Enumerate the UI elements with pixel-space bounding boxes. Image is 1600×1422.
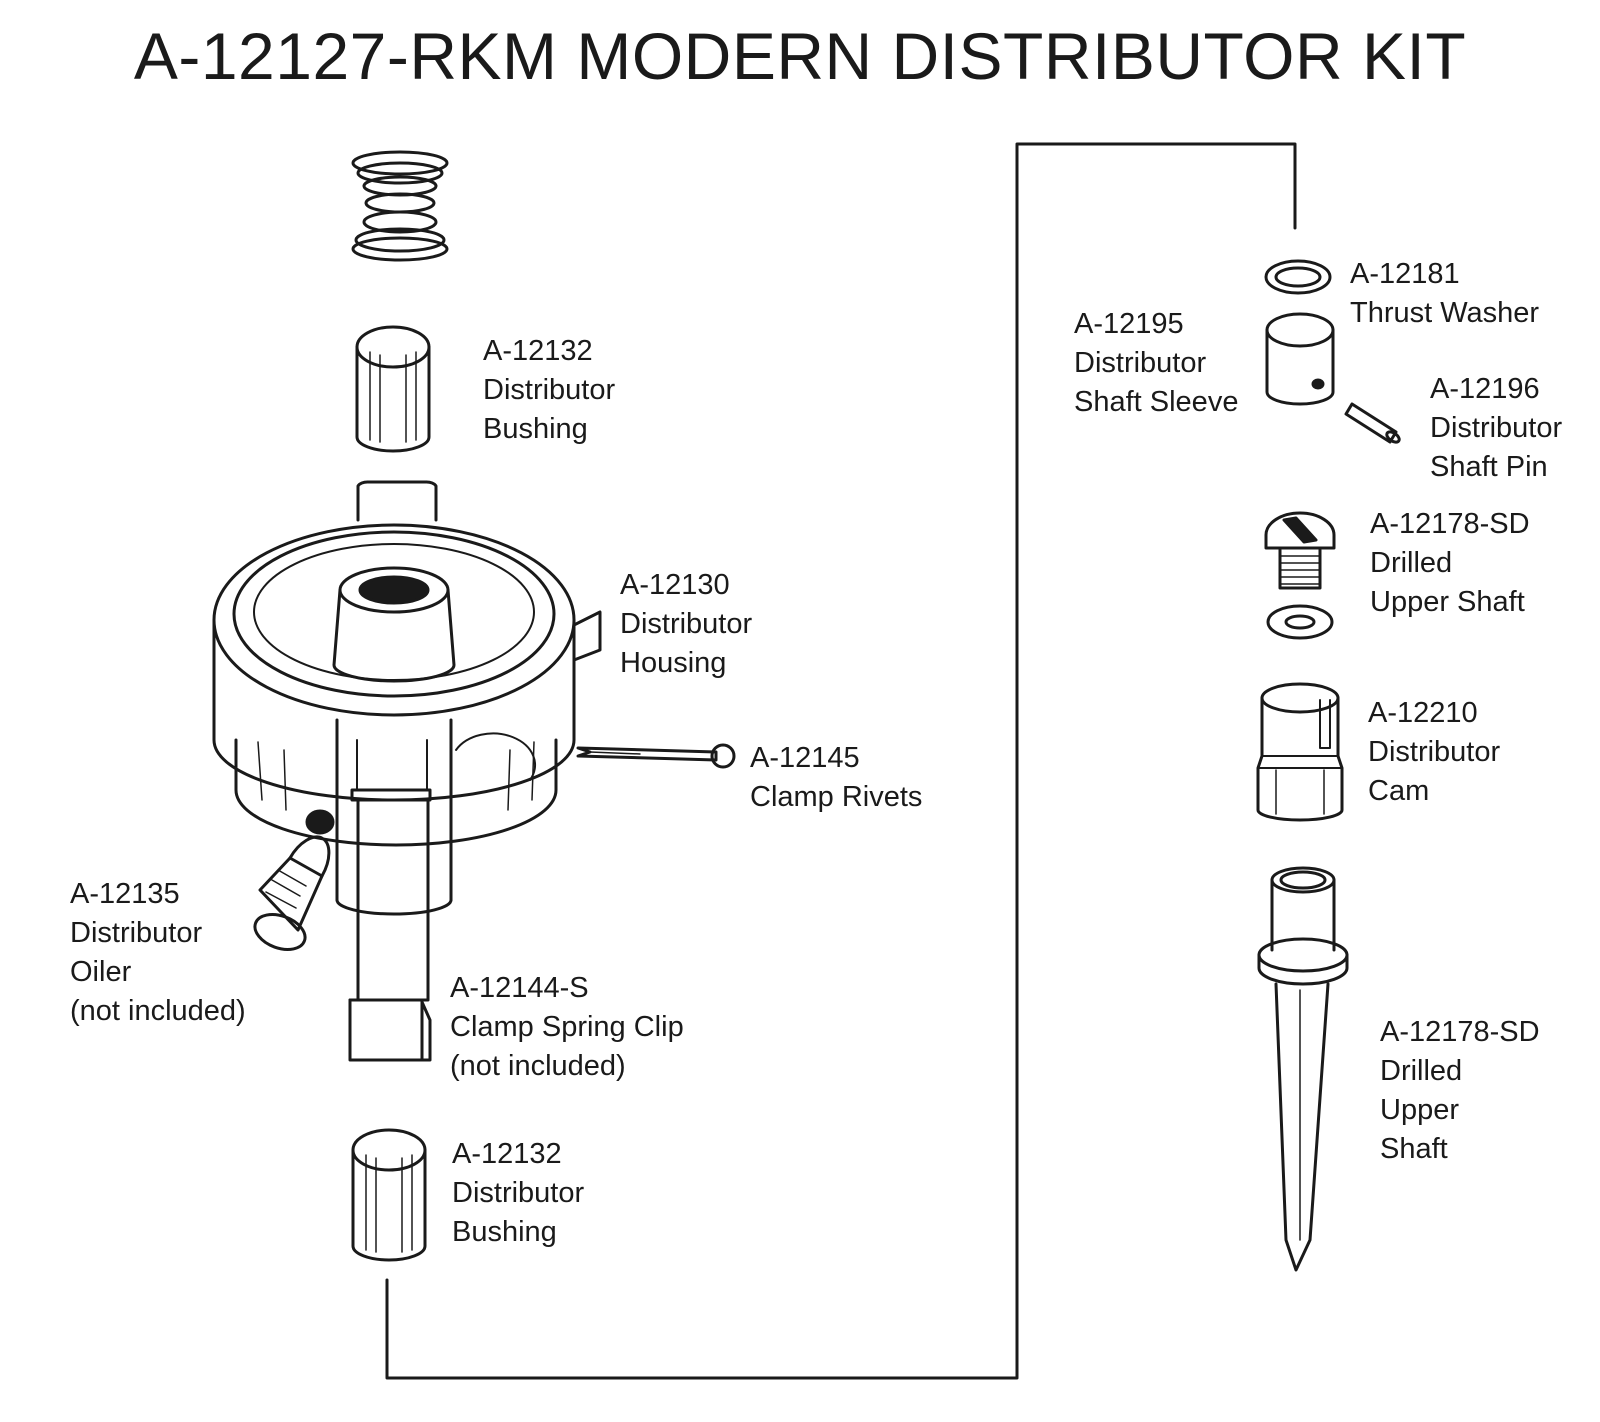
clamp-rivet-part bbox=[576, 743, 736, 769]
spring-part bbox=[351, 150, 449, 262]
shaft-pin-part bbox=[1344, 402, 1401, 444]
part-note: (not included) bbox=[70, 995, 246, 1027]
part-number: A-12132 bbox=[483, 335, 593, 367]
part-name: Shaft Pin bbox=[1430, 451, 1548, 483]
connector-line bbox=[385, 142, 1297, 1380]
thrust-washer-part bbox=[1264, 259, 1332, 295]
part-number: A-12195 bbox=[1074, 308, 1184, 340]
label-spring-clip: A-12144-S Clamp Spring Clip (not include… bbox=[450, 969, 684, 1086]
label-bushing-bottom: A-12132 Distributor Bushing bbox=[452, 1135, 584, 1252]
page-title: A-12127-RKM MODERN DISTRIBUTOR KIT bbox=[133, 19, 1467, 93]
part-number: A-12145 bbox=[750, 742, 860, 774]
part-name: Oiler bbox=[70, 956, 132, 988]
part-name: Distributor bbox=[620, 608, 753, 640]
part-number: A-12178-SD bbox=[1380, 1016, 1540, 1048]
part-name: Clamp Spring Clip bbox=[450, 1011, 684, 1043]
part-name: Distributor bbox=[1368, 736, 1501, 768]
label-clamp-rivets: A-12145 Clamp Rivets bbox=[750, 739, 922, 817]
part-number: A-12210 bbox=[1368, 697, 1478, 729]
part-name: Distributor bbox=[452, 1177, 585, 1209]
label-upper-shaft: A-12178-SD Drilled Upper Shaft bbox=[1380, 1013, 1540, 1169]
bushing-top-part bbox=[355, 325, 431, 453]
label-housing: A-12130 Distributor Housing bbox=[620, 566, 752, 683]
part-name: Shaft bbox=[1380, 1133, 1448, 1165]
upper-shaft-part bbox=[1257, 866, 1349, 1272]
part-name: Drilled bbox=[1370, 547, 1453, 579]
label-bushing-top: A-12132 Distributor Bushing bbox=[483, 332, 615, 449]
part-name: Cam bbox=[1368, 775, 1430, 807]
part-name: Bushing bbox=[452, 1216, 557, 1248]
part-name: Upper Shaft bbox=[1370, 586, 1525, 618]
part-name: Housing bbox=[620, 647, 727, 679]
shaft-sleeve-part bbox=[1265, 312, 1335, 406]
part-name: Clamp Rivets bbox=[750, 781, 923, 813]
label-thrust-washer: A-12181 Thrust Washer bbox=[1350, 255, 1539, 333]
part-number: A-12144-S bbox=[450, 972, 589, 1004]
housing-part bbox=[212, 480, 602, 1062]
oiler-part bbox=[253, 835, 331, 951]
part-name: Thrust Washer bbox=[1350, 297, 1540, 329]
label-oiler: A-12135 Distributor Oiler (not included) bbox=[70, 875, 246, 1031]
part-name: Shaft Sleeve bbox=[1074, 386, 1239, 418]
part-name: Drilled bbox=[1380, 1055, 1463, 1087]
part-name: Bushing bbox=[483, 413, 588, 445]
part-name: Distributor bbox=[1074, 347, 1207, 379]
part-number: A-12181 bbox=[1350, 258, 1460, 290]
part-name: Distributor bbox=[483, 374, 616, 406]
part-name: Distributor bbox=[70, 917, 203, 949]
part-name: Distributor bbox=[1430, 412, 1563, 444]
label-shaft-sleeve: A-12195 Distributor Shaft Sleeve bbox=[1074, 305, 1238, 422]
label-shaft-pin: A-12196 Distributor Shaft Pin bbox=[1430, 370, 1562, 487]
upper-shaft-screw-part bbox=[1264, 511, 1336, 640]
cam-part bbox=[1256, 682, 1344, 822]
part-number: A-12132 bbox=[452, 1138, 562, 1170]
part-number: A-12196 bbox=[1430, 373, 1540, 405]
bushing-bottom-part bbox=[351, 1128, 427, 1262]
part-note: (not included) bbox=[450, 1050, 626, 1082]
part-name: Upper bbox=[1380, 1094, 1459, 1126]
part-number: A-12130 bbox=[620, 569, 730, 601]
part-number: A-12135 bbox=[70, 878, 180, 910]
part-number: A-12178-SD bbox=[1370, 508, 1530, 540]
label-cam: A-12210 Distributor Cam bbox=[1368, 694, 1500, 811]
label-upper-shaft-screw: A-12178-SD Drilled Upper Shaft bbox=[1370, 505, 1530, 622]
